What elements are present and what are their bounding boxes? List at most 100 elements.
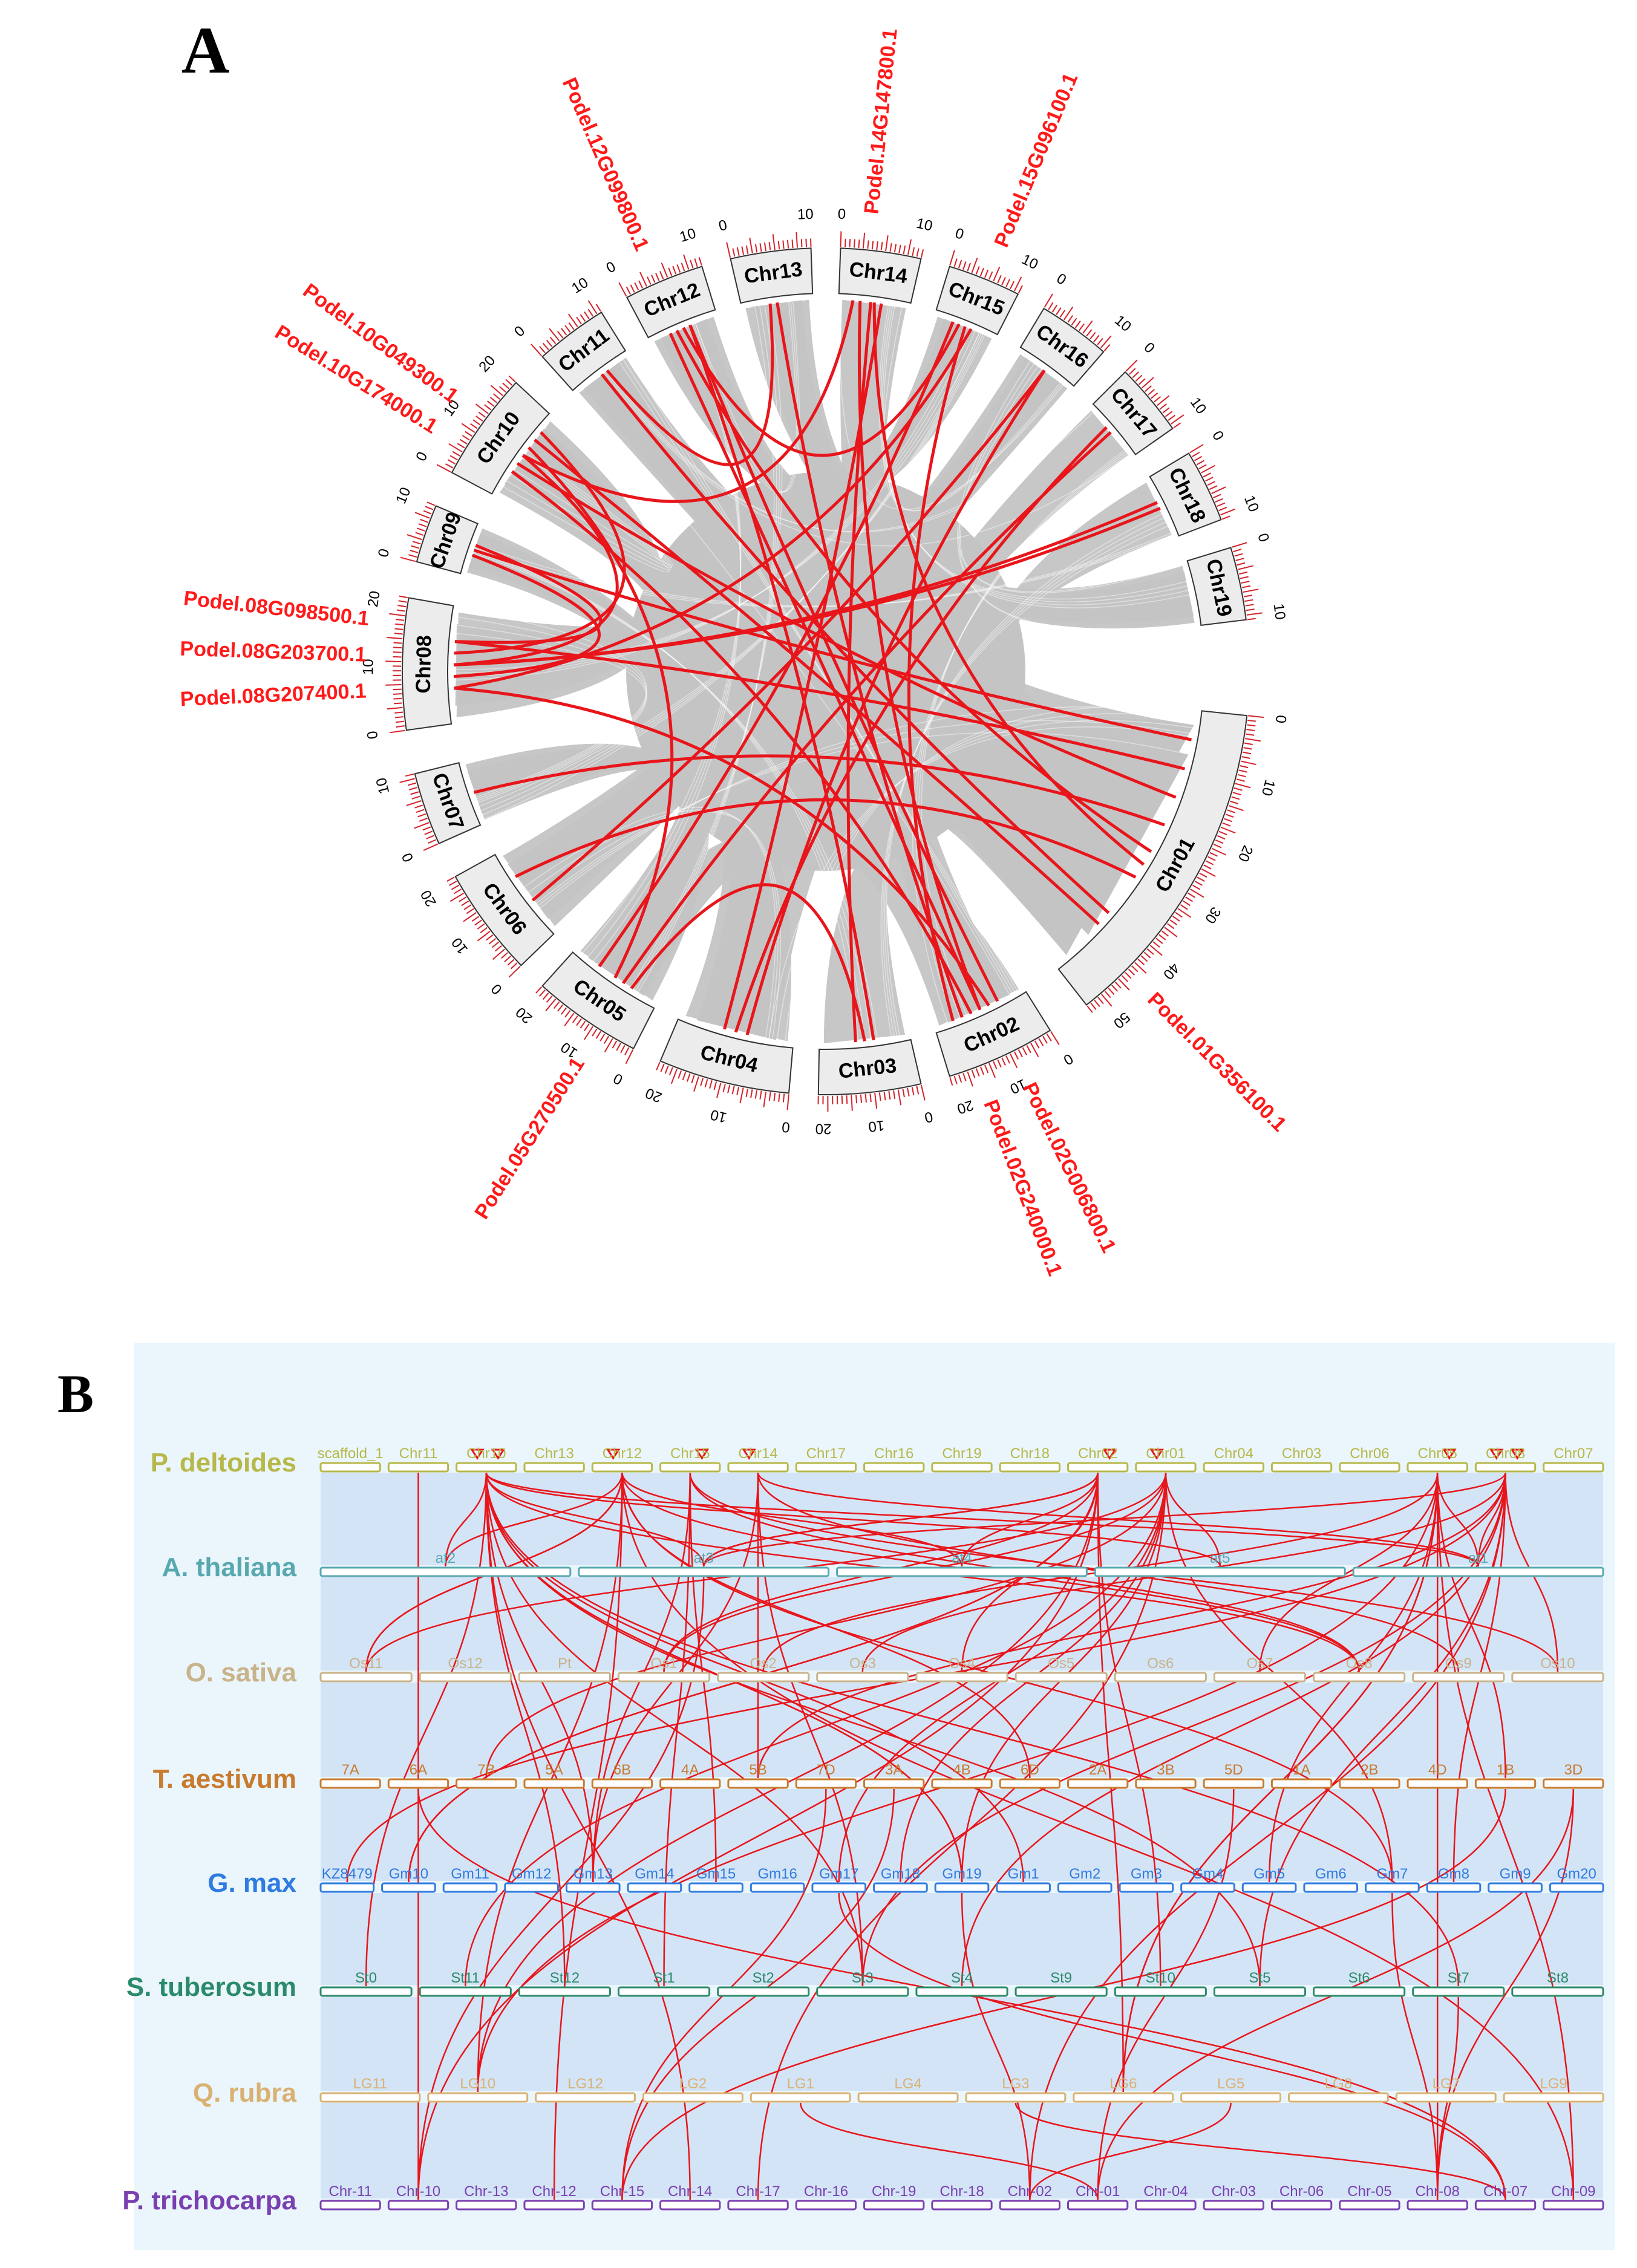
chromosome-bar	[319, 2092, 421, 2103]
tick-mark	[419, 818, 428, 822]
tick-mark	[449, 455, 458, 461]
tick-mark	[754, 244, 758, 253]
chromosome-bar-label: St2	[753, 1970, 774, 1986]
tick-mark	[997, 275, 1002, 284]
chromosome-bar	[1303, 1882, 1359, 1893]
synteny-link	[485, 1472, 691, 2200]
synteny-link	[604, 372, 1129, 547]
chromosome-bar	[717, 1986, 810, 1997]
tick-mark	[1192, 452, 1200, 457]
tick-mark	[449, 892, 464, 902]
tick-mark	[1222, 822, 1231, 827]
species-label: S. tuberosum	[126, 1972, 296, 2002]
gene-label: Podel.01G356100.1	[1143, 988, 1290, 1136]
tick-label: 0	[604, 258, 618, 276]
tick-label: 0	[923, 1108, 935, 1126]
tick-mark	[1111, 985, 1119, 992]
synteny-link	[607, 370, 1094, 533]
tick-mark	[389, 729, 405, 734]
chromosome-bar	[1015, 1672, 1108, 1683]
chromosome-bar	[319, 1882, 375, 1893]
chromosome-bar-label: LG2	[679, 2076, 707, 2092]
tick-mark	[745, 245, 749, 255]
tick-mark	[763, 1091, 767, 1107]
chromosome-bar	[659, 1778, 721, 1789]
tick-mark	[542, 992, 549, 1000]
tick-mark	[791, 240, 794, 249]
tick-mark	[958, 259, 962, 269]
tick-mark	[395, 623, 404, 626]
tick-mark	[1194, 881, 1203, 886]
synteny-ribbon	[752, 300, 1195, 629]
tick-mark	[858, 240, 860, 249]
tick-mark	[451, 884, 460, 890]
tick-label: 50	[1110, 1009, 1133, 1032]
tick-mark	[1149, 945, 1163, 956]
tick-mark	[564, 325, 571, 333]
chromosome-bar-label: Chr12	[603, 1445, 642, 1462]
tick-mark	[477, 930, 491, 942]
tick-mark	[1240, 760, 1256, 766]
chromosome-bar	[523, 2200, 585, 2211]
duplication-link	[453, 553, 601, 679]
chromosome-bar	[523, 1462, 585, 1473]
tick-mark	[1244, 742, 1253, 745]
chromosome-bar-label: Chr-04	[1143, 2183, 1188, 2200]
chromosome-bar-label: 3A	[885, 1762, 903, 1778]
chromosome-bar-label: Gm5	[1253, 1866, 1285, 1882]
chromosome-bar	[319, 1986, 413, 1997]
tick-mark	[1173, 422, 1181, 429]
chromosome-bar	[863, 2200, 925, 2211]
tick-label: 0	[1054, 270, 1069, 288]
tick-mark	[916, 1086, 920, 1095]
tick-mark	[883, 1092, 886, 1101]
synteny-link	[454, 327, 968, 681]
chromosome-bar	[319, 1778, 381, 1789]
chromosome-bar-label: Chr-19	[872, 2183, 916, 2200]
tick-mark	[399, 778, 415, 783]
tick-mark	[749, 237, 753, 253]
tick-mark	[423, 510, 432, 515]
gene-marker-icon	[606, 1448, 621, 1460]
tick-mark	[656, 1061, 661, 1070]
chromosome-bar	[1203, 2200, 1264, 2211]
chromosome-bar	[873, 1882, 928, 1893]
chromosome-bar-label: St7	[1448, 1970, 1469, 1986]
synteny-link	[921, 449, 1125, 1016]
synteny-link	[757, 1472, 1506, 1779]
chromosome-bar-label: Chr18	[1010, 1445, 1050, 1462]
tick-mark	[1063, 306, 1074, 321]
tick-mark	[1189, 444, 1204, 454]
tick-mark	[668, 267, 673, 276]
tick-mark	[1241, 581, 1250, 584]
tick-mark	[549, 328, 560, 342]
tick-mark	[920, 1084, 926, 1101]
gene-marker-icon	[1510, 1448, 1524, 1460]
synteny-link	[1015, 2102, 1506, 2200]
tick-mark	[576, 316, 582, 325]
tick-mark	[844, 238, 846, 247]
tick-mark	[997, 1059, 1002, 1068]
tick-mark	[595, 1031, 601, 1039]
tick-mark	[393, 642, 402, 644]
duplication-link	[907, 326, 967, 1022]
chromosome-bar-label: Chr15	[670, 1445, 710, 1462]
tick-mark	[1018, 1049, 1023, 1058]
chromosome-bar	[387, 1462, 449, 1473]
tick-mark	[584, 1026, 593, 1040]
tick-mark	[535, 986, 543, 994]
tick-mark	[655, 273, 660, 281]
tick-mark	[668, 1067, 673, 1076]
chromosome-bar	[627, 1882, 682, 1893]
tick-mark	[1237, 562, 1246, 566]
tick-mark	[759, 1090, 762, 1100]
chromosome-bar	[1412, 1672, 1505, 1683]
chromosome-bar	[319, 1566, 572, 1577]
tick-mark	[510, 962, 518, 969]
tick-mark	[471, 916, 480, 922]
chromosome-bar-label: St4	[951, 1970, 973, 1986]
tick-mark	[461, 900, 469, 907]
chromosome-bar	[504, 1882, 559, 1893]
tick-mark	[1215, 498, 1224, 503]
chromosome-bar-label: Gm19	[942, 1866, 981, 1882]
